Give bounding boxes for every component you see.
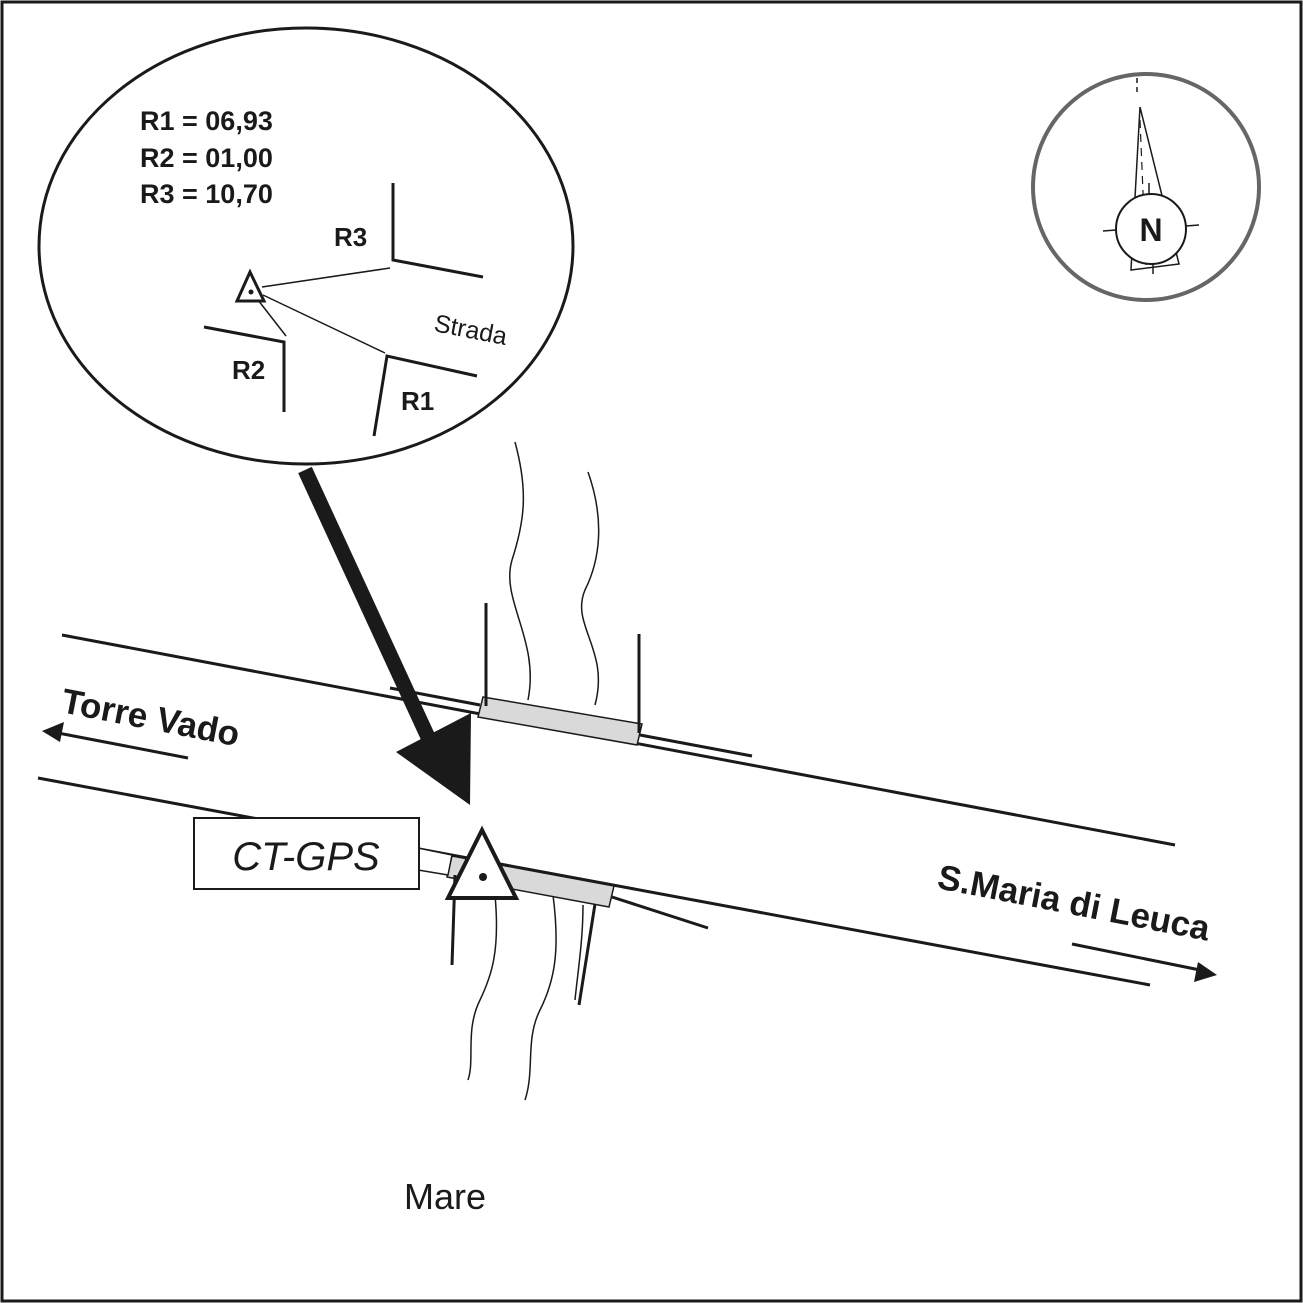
inset-station-triangle xyxy=(234,268,267,303)
ray-r1 xyxy=(262,294,386,354)
inset-ellipse xyxy=(37,26,575,466)
compass-needle xyxy=(1130,106,1180,271)
compass-hub xyxy=(1115,193,1187,265)
ray-r2 xyxy=(257,299,287,337)
bridge-north-rail-right xyxy=(639,733,753,758)
compass-north-label: N xyxy=(1139,212,1162,248)
pointer-arrow-head xyxy=(396,713,471,805)
stream-north-1 xyxy=(509,441,531,701)
compass-ring xyxy=(1031,72,1261,302)
measure-r3: R3 = 10,70 xyxy=(140,179,273,209)
gps-station-marker xyxy=(444,825,520,900)
ref-label-r1: R1 xyxy=(401,386,434,416)
stream-south-2 xyxy=(524,894,557,1101)
measure-r2: R2 = 01,00 xyxy=(140,143,273,173)
bridge-south-post-right xyxy=(577,903,597,1006)
compass-tick-e xyxy=(1185,224,1200,227)
sea-label: Mare xyxy=(404,1176,486,1217)
inset-station-dot xyxy=(248,289,254,295)
station-label-box: CT-GPS xyxy=(193,817,420,890)
bridge-north-rail-left xyxy=(389,686,481,707)
bridge-north-deck xyxy=(477,696,643,746)
bridge-south-rail-right xyxy=(611,895,709,930)
reference-corner-r3 xyxy=(391,183,484,279)
station-triangle xyxy=(444,825,520,900)
ref-label-r2: R2 xyxy=(232,355,265,385)
ray-r3 xyxy=(261,267,391,288)
east-arrow-head xyxy=(1194,962,1217,982)
station-label: CT-GPS xyxy=(232,835,380,879)
station-label-frame xyxy=(193,817,420,890)
stream-south-1 xyxy=(467,894,498,1081)
measure-r1: R1 = 06,93 xyxy=(140,106,273,136)
detail-inset: R1 = 06,93 R2 = 01,00 R3 = 10,70 R3 R2 R… xyxy=(37,26,575,466)
reference-corner-r2 xyxy=(203,325,286,412)
ref-label-r3: R3 xyxy=(334,222,367,252)
compass-needle-axis xyxy=(1139,119,1147,266)
road-south-edge xyxy=(37,776,1151,987)
compass-tick-w xyxy=(1102,229,1117,232)
east-arrow-shaft xyxy=(1071,942,1201,972)
streams xyxy=(467,441,600,1101)
west-arrow-head xyxy=(42,722,64,742)
bridge-north xyxy=(389,603,753,758)
station-dot xyxy=(479,873,487,881)
west-arrow-shaft xyxy=(57,731,189,760)
stream-south-3 xyxy=(574,904,584,1001)
compass: N xyxy=(1031,72,1261,302)
stream-north-2 xyxy=(580,471,600,706)
reference-corner-r1 xyxy=(372,354,478,437)
